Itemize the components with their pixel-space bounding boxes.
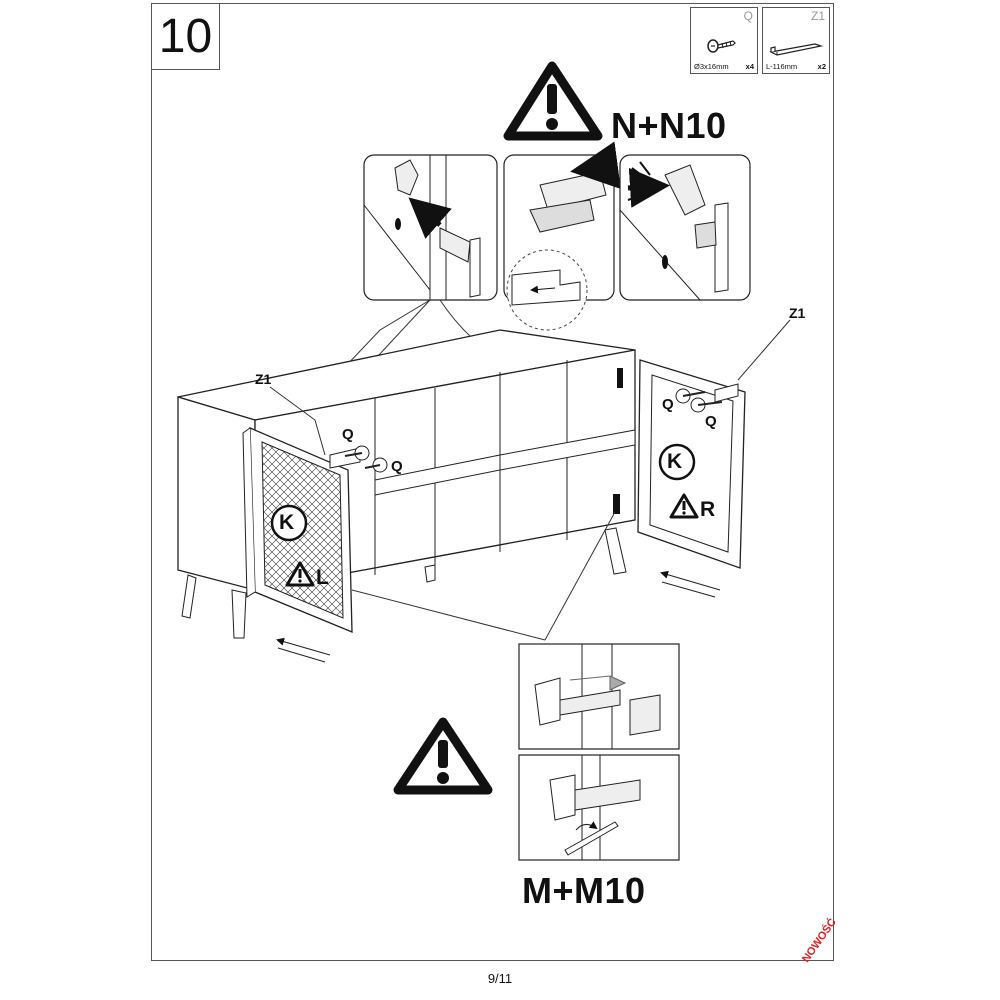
side-label-left: L — [316, 566, 329, 589]
bottom-warning-label: M+M10 — [522, 870, 646, 911]
warning-icon-bottom — [393, 717, 493, 795]
part-z1-box: Z1 L-116mm x2 — [762, 7, 830, 74]
door-k-label-right: K — [667, 450, 683, 473]
part-z1-letter: Z1 — [810, 9, 825, 23]
door-k-label-left: K — [279, 511, 295, 534]
part-z1-dimension: L-116mm — [766, 62, 798, 71]
bracket-icon — [769, 43, 824, 56]
hinge-detail-panel-1 — [363, 154, 498, 301]
door-k-badge-left — [270, 504, 308, 542]
hinge-detail-panel-5 — [518, 754, 680, 861]
hinge-detail-panel-3 — [619, 154, 751, 301]
page-frame — [151, 3, 834, 961]
z1-label-left: Z1 — [255, 371, 272, 387]
warning-icon-right — [669, 493, 699, 519]
screw-markers — [344, 388, 723, 473]
q-label-left-2: Q — [391, 458, 403, 475]
q-label-right-2: Q — [705, 413, 717, 430]
hinge-plates — [329, 368, 739, 514]
z1-label-right: Z1 — [789, 305, 806, 321]
part-q-quantity: x4 — [745, 62, 754, 71]
side-label-right: R — [700, 498, 716, 521]
push-arrow-left — [276, 637, 331, 663]
door-k-badge-right — [658, 443, 696, 481]
hinge-detail-panel-2 — [503, 141, 621, 331]
part-z1-quantity: x2 — [817, 62, 826, 71]
page-number: 9/11 — [487, 971, 513, 986]
q-label-right-1: Q — [662, 396, 674, 413]
part-q-dimension: Ø3x16mm — [694, 62, 729, 71]
part-q-letter: Q — [743, 9, 753, 23]
hinge-detail-panel-4 — [518, 643, 680, 750]
part-q-box: Q Ø3x16mm x4 — [690, 7, 758, 74]
q-label-left-1: Q — [342, 426, 354, 443]
warning-icon-left — [285, 561, 315, 587]
warning-icon-top — [503, 61, 603, 141]
step-number: 10 — [152, 4, 220, 70]
top-warning-label: N+N10 — [611, 105, 727, 146]
push-arrow-right — [660, 570, 721, 598]
screw-icon — [707, 39, 736, 53]
